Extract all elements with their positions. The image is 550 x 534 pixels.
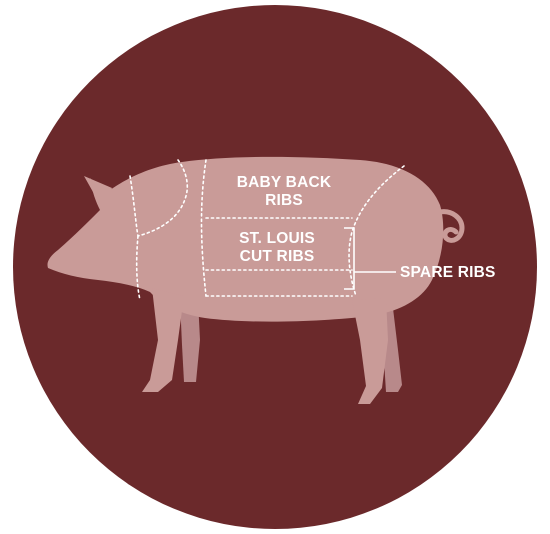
label-baby-back-line1: BABY BACK — [237, 174, 332, 191]
label-st-louis-line1: ST. LOUIS — [239, 230, 315, 247]
label-st-louis-line2: CUT RIBS — [240, 248, 315, 265]
label-baby-back-line2: RIBS — [265, 192, 303, 209]
label-spare-ribs: SPARE RIBS — [400, 264, 496, 281]
